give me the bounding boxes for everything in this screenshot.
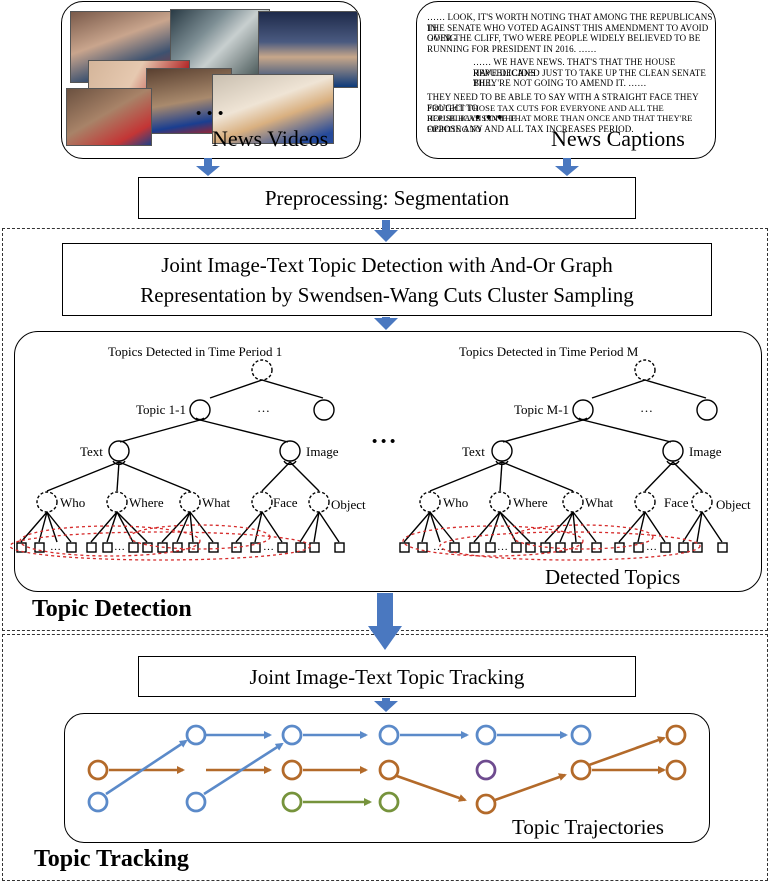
- detection-method-line2: Representation by Swendsen-Wang Cuts Clu…: [140, 282, 634, 307]
- trajectory-node: [570, 759, 592, 781]
- tracking-label: Joint Image-Text Topic Tracking: [249, 664, 525, 689]
- topic-tracking-label: Topic Tracking: [34, 846, 189, 872]
- topic-tree-period-1: [16, 359, 345, 553]
- news-captions-box: …… LOOK, IT'S WORTH NOTING THAT AMONG TH…: [416, 1, 716, 159]
- what-label: What: [202, 495, 231, 510]
- topic-trajectories-label: Topic Trajectories: [512, 815, 664, 839]
- caption-line: THEY NEED TO BE ABLE TO SAY WITH A STRAI…: [427, 92, 699, 113]
- news-captions-label: News Captions: [551, 126, 685, 151]
- flow-arrow: [374, 220, 398, 242]
- topic-m-label: Topic M-1: [514, 402, 569, 417]
- face-label: Face: [273, 495, 298, 510]
- video-thumbnail: [66, 88, 152, 146]
- face-label: Face: [664, 495, 689, 510]
- blue-trajectory-edge: [203, 742, 284, 796]
- caption-line: HOUSE HAVE DONE THAT MORE THAN ONCE AND …: [427, 113, 693, 134]
- flow-arrow: [196, 158, 220, 176]
- trajectory-node: [665, 759, 687, 781]
- caption-line: OPPOSE ANY AND ALL TAX INCREASES PERIOD.: [427, 123, 634, 134]
- trajectory-node: [87, 791, 109, 813]
- preprocessing-label: Preprocessing: Segmentation: [264, 186, 510, 210]
- blue-trajectory-edge: [105, 739, 188, 796]
- trajectory-node: [378, 759, 400, 781]
- preprocessing-step: Preprocessing: Segmentation: [138, 177, 636, 219]
- flow-arrow: [374, 317, 398, 330]
- who-label: Who: [443, 495, 468, 510]
- trajectory-node: [185, 724, 207, 746]
- caption-line: THE SENATE WHO VOTED AGAINST THIS AMENDM…: [427, 22, 709, 44]
- topic-trajectories: [87, 724, 687, 815]
- topic-trajectories-panel: [64, 713, 710, 843]
- captions-ellipsis: • • •: [475, 110, 504, 126]
- image-modality-label: Image: [306, 444, 339, 459]
- tree-labels: Topics Detected in Time Period 1 Topics …: [50, 344, 751, 589]
- caption-line: RUNNING FOR PRESIDENT IN 2016. ……: [427, 43, 597, 54]
- trajectory-node: [475, 793, 497, 815]
- caption-line: HAVE DECIDED JUST TO TAKE UP THE CLEAN S…: [473, 67, 706, 89]
- periods-ellipsis: • • •: [372, 434, 395, 450]
- image-modality-label: Image: [689, 444, 722, 459]
- brown-trajectory-edge: [393, 773, 467, 802]
- trajectory-node: [475, 759, 497, 781]
- trajectory-node: [281, 724, 303, 746]
- trajectory-node: [665, 724, 687, 746]
- detection-method-line1: Joint Image-Text Topic Detection with An…: [161, 252, 613, 277]
- flow-arrows: [196, 158, 579, 712]
- trajectory-node: [185, 791, 207, 813]
- relation-links-period-m: [402, 524, 701, 561]
- tracking-step: Joint Image-Text Topic Tracking: [138, 656, 636, 697]
- flow-arrow: [555, 158, 579, 176]
- trajectory-node: [281, 759, 303, 781]
- where-label: Where: [129, 495, 164, 510]
- caption-line: THEY'RE NOT GOING TO AMEND IT. ……: [473, 78, 647, 88]
- topic-tree-period-m: [399, 359, 728, 553]
- detected-topics-footer: Detected Topics: [545, 565, 680, 589]
- flow-arrow: [368, 593, 402, 650]
- topic-ellipsis: …: [257, 400, 270, 415]
- what-label: What: [585, 495, 614, 510]
- news-videos-box: • • • News Videos: [61, 1, 361, 159]
- videos-ellipsis: • • •: [196, 106, 225, 122]
- video-thumbnail: [212, 74, 334, 144]
- trajectory-node: [87, 759, 109, 781]
- text-modality-label: Text: [80, 444, 103, 459]
- object-label: Object: [331, 497, 366, 512]
- where-label: Where: [513, 495, 548, 510]
- leaf-ellipsis: …: [50, 541, 61, 553]
- trajectory-node: [378, 791, 400, 813]
- trajectory-node: [475, 724, 497, 746]
- trajectory-node: [281, 791, 303, 813]
- trajectory-node: [378, 724, 400, 746]
- caption-line: …… LOOK, IT'S WORTH NOTING THAT AMONG TH…: [427, 12, 713, 33]
- news-videos-label: News Videos: [212, 126, 329, 151]
- period-m-title: Topics Detected in Time Period M: [459, 344, 639, 359]
- flow-arrow: [374, 698, 398, 712]
- object-label: Object: [716, 497, 751, 512]
- leaf-ellipsis: …: [114, 541, 125, 553]
- topic-1-label: Topic 1-1: [136, 402, 186, 417]
- caption-line: OVER THE CLIFF, TWO WERE PEOPLE WIDELY B…: [427, 33, 701, 43]
- caption-line: …… WE HAVE NEWS. THAT'S THAT THE HOUSE R…: [473, 57, 676, 78]
- period-1-title: Topics Detected in Time Period 1: [108, 344, 282, 359]
- brown-trajectory-edge: [588, 736, 666, 767]
- detection-method-step: Joint Image-Text Topic Detection with An…: [62, 243, 712, 316]
- leaf-ellipsis: …: [433, 541, 444, 553]
- leaf-ellipsis: …: [497, 541, 508, 553]
- leaf-ellipsis: …: [263, 541, 274, 553]
- topic-ellipsis: …: [640, 400, 653, 415]
- brown-trajectory-edge: [494, 773, 567, 802]
- who-label: Who: [60, 495, 85, 510]
- leaf-ellipsis: …: [646, 541, 657, 553]
- caption-line: PROTECT THOSE TAX CUTS FOR EVERYONE AND …: [427, 102, 664, 124]
- relation-links-period-1: [9, 524, 311, 561]
- text-modality-label: Text: [462, 444, 485, 459]
- topic-detection-label: Topic Detection: [32, 596, 192, 622]
- trajectory-node: [570, 724, 592, 746]
